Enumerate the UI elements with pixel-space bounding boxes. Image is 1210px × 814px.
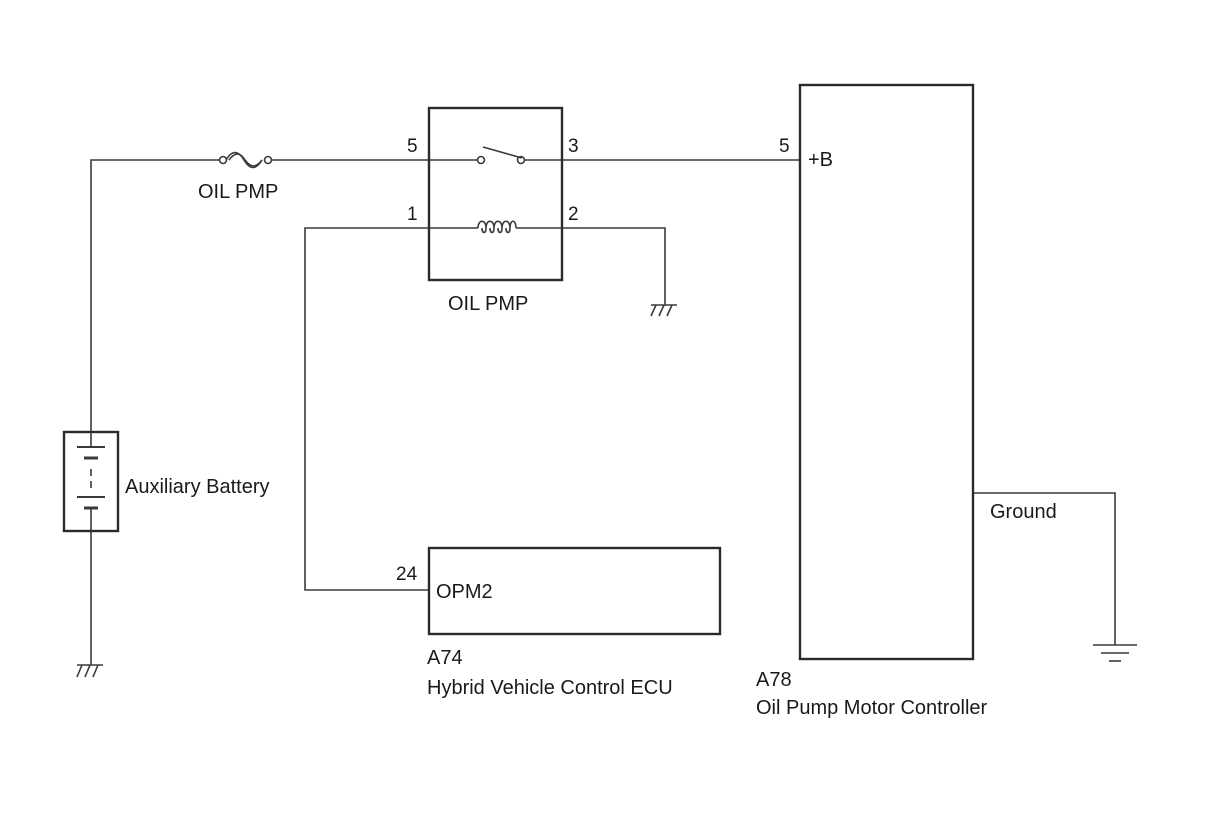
wire-controller-ground bbox=[973, 492, 1116, 645]
wire-relay-coil-to-ecu bbox=[304, 227, 429, 591]
chassis-ground-icon bbox=[650, 304, 677, 317]
relay-pin-2: 2 bbox=[568, 204, 579, 225]
controller-name: Oil Pump Motor Controller bbox=[756, 697, 988, 719]
fuse-icon bbox=[218, 151, 273, 169]
relay-switch-icon bbox=[429, 146, 562, 165]
ecu-box bbox=[427, 546, 722, 636]
ecu-pin-name: OPM2 bbox=[436, 581, 493, 603]
controller-block: 5 +B Ground A78 Oil Pump Motor Controlle… bbox=[756, 83, 1057, 719]
battery-icon bbox=[62, 430, 120, 533]
relay-box bbox=[427, 106, 564, 282]
battery-label: Auxiliary Battery bbox=[125, 476, 270, 498]
fuse-label: OIL PMP bbox=[198, 181, 278, 203]
controller-box bbox=[798, 83, 975, 661]
wire-battery-to-fuse bbox=[90, 159, 220, 432]
chassis-ground-icon bbox=[76, 664, 103, 678]
controller-ground-label: Ground bbox=[990, 501, 1057, 523]
relay-pin-1: 1 bbox=[407, 204, 418, 225]
ecu-block: 24 OPM2 A74 Hybrid Vehicle Control ECU bbox=[396, 546, 722, 699]
wires bbox=[90, 159, 1116, 665]
relay-coil-icon bbox=[429, 220, 562, 234]
controller-pin-name: +B bbox=[808, 149, 833, 171]
wire-relay-coil-to-ground bbox=[562, 227, 666, 305]
relay-pin-5: 5 bbox=[407, 136, 418, 157]
controller-pin-number: 5 bbox=[779, 136, 790, 157]
earth-ground-icon bbox=[1093, 644, 1137, 662]
ecu-pin-number: 24 bbox=[396, 564, 418, 585]
relay-pin-3: 3 bbox=[568, 136, 579, 157]
ecu-code: A74 bbox=[427, 647, 463, 669]
controller-code: A78 bbox=[756, 669, 792, 691]
relay-label: OIL PMP bbox=[448, 293, 528, 315]
relay: 5 3 1 2 bbox=[407, 106, 579, 282]
ecu-name: Hybrid Vehicle Control ECU bbox=[427, 677, 673, 699]
